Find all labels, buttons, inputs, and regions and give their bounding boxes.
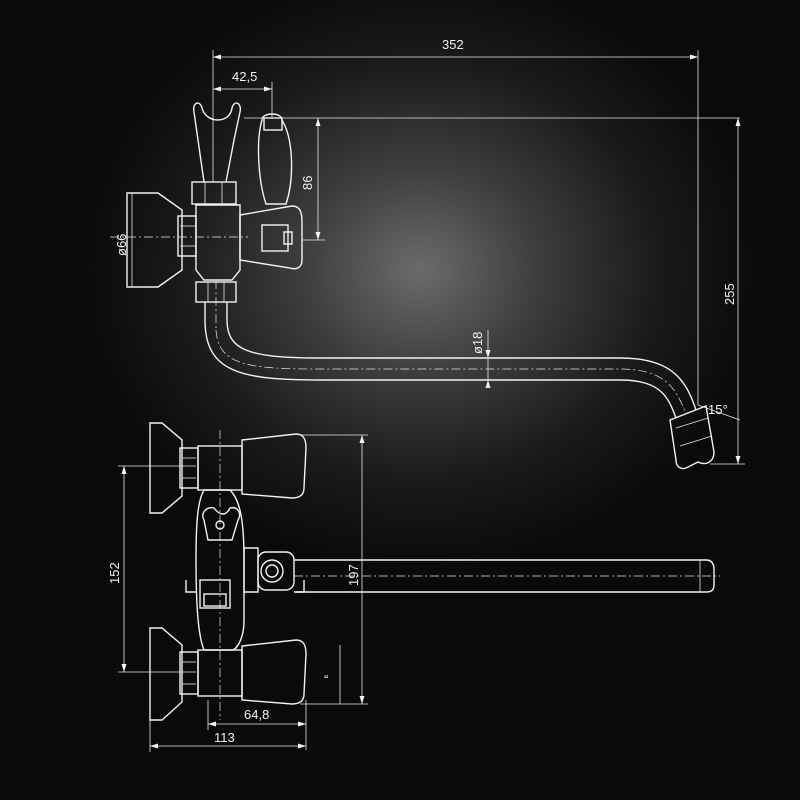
shower-holder	[192, 102, 242, 183]
upper-handle	[241, 433, 307, 499]
spout-aerator	[669, 405, 715, 470]
spout-swivel	[257, 551, 295, 591]
side-view-dimensions: 352 42,5 86 ø66 ø18 255 15°	[114, 37, 745, 465]
lower-wall-flange	[149, 627, 183, 721]
dim-inlet-spacing: 152	[107, 562, 122, 584]
flange-nut	[177, 215, 197, 257]
dim-overall-depth: 113	[214, 730, 235, 745]
front-spout-connector	[243, 547, 259, 593]
wall-flange	[126, 192, 183, 288]
hex-nut-top	[191, 181, 237, 205]
spout-pipe-upper	[204, 302, 677, 419]
handle-cap	[263, 117, 283, 131]
dim-front-height: 197	[346, 564, 361, 586]
front-shower-holder	[202, 506, 241, 541]
dim-spout-diameter: ø18	[470, 332, 485, 354]
dim-handle-height: 86	[300, 176, 315, 190]
mixer-body	[195, 204, 241, 281]
front-view-dimensions: 152 197 64,8 113	[107, 434, 368, 752]
lever-handle	[257, 113, 293, 205]
svg-text:“: “	[324, 672, 328, 687]
side-view	[110, 102, 715, 470]
dim-body-depth: 64,8	[244, 707, 269, 722]
diverter	[199, 579, 231, 609]
front-view: “	[149, 422, 720, 721]
lower-handle	[241, 639, 307, 705]
cartridge-housing	[239, 205, 303, 270]
dim-handle-offset: 42,5	[232, 69, 257, 84]
cartridge	[261, 224, 289, 252]
dim-height-total: 255	[722, 283, 737, 305]
front-spout-pipe	[294, 559, 715, 593]
dim-total-length: 352	[442, 37, 464, 52]
dim-flange-diameter: ø66	[114, 234, 129, 256]
dim-outlet-angle: 15°	[708, 402, 728, 417]
central-body	[195, 489, 245, 651]
upper-wall-flange	[149, 422, 183, 514]
spout-pipe-lower	[226, 302, 697, 411]
